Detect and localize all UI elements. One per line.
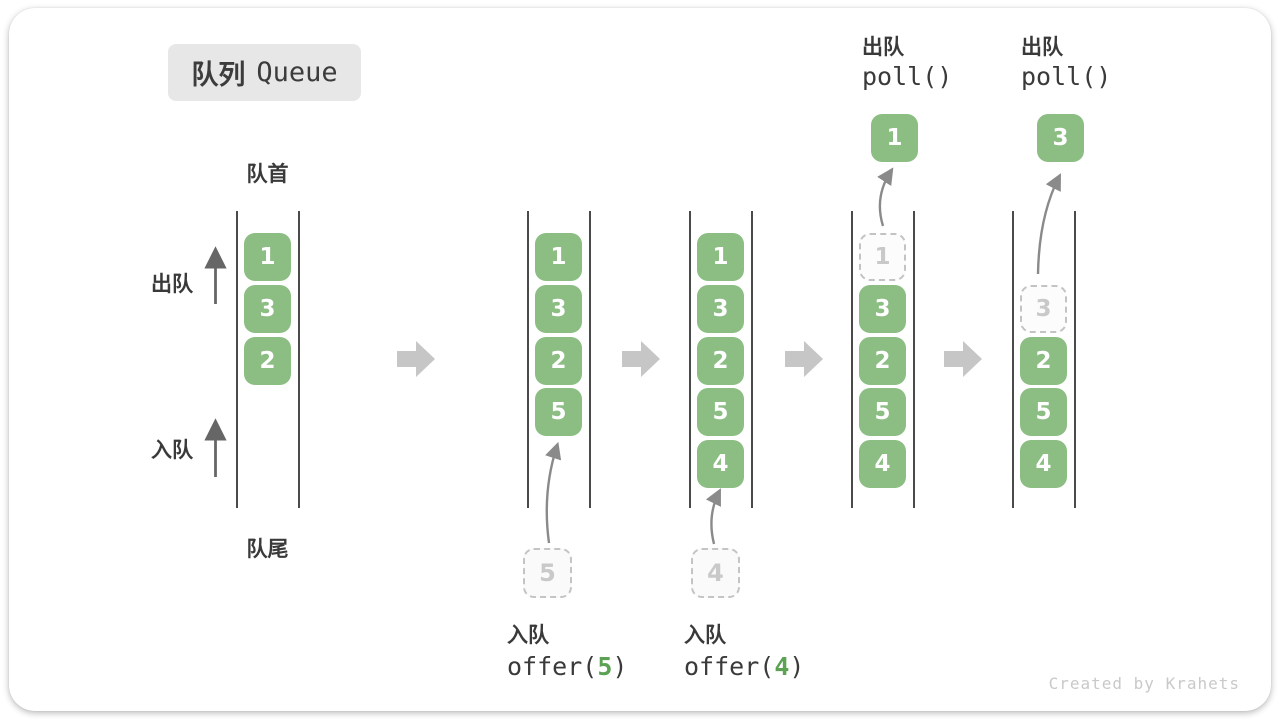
queue-column-wall [850, 211, 853, 508]
offer-op-label-zh: 入队 [507, 623, 549, 647]
op-code-part: poll() [862, 62, 953, 91]
queue-item-box: 2 [244, 336, 291, 385]
poll-op-label-code: poll() [862, 62, 952, 91]
op-code-part: ) [612, 652, 628, 681]
title-zh: 队列 [191, 60, 246, 91]
queue-item-box: 2 [859, 336, 906, 385]
queue-column-wall [588, 211, 591, 508]
enqueue-side-label: 入队 [151, 438, 193, 462]
title-en: Queue [256, 57, 338, 88]
queue-item-box: 4 [697, 440, 744, 488]
queue-rear-label: 队尾 [246, 537, 289, 561]
polled-value-box: 1 [871, 114, 918, 162]
op-code-part: ) [789, 652, 805, 681]
offer-op-label-code: offer(4) [684, 652, 804, 681]
op-code-part: poll() [1021, 62, 1112, 91]
queue-item-box: 5 [535, 388, 582, 437]
queue-item-box: 2 [1020, 336, 1067, 385]
op-code-part: offer( [684, 652, 775, 681]
diagram-card [9, 8, 1271, 711]
watermark: Created by Krahets [1048, 674, 1240, 693]
queue-column-wall [1011, 211, 1014, 508]
poll-op-label-zh: 出队 [1021, 35, 1063, 59]
queue-column-wall [912, 211, 915, 508]
queue-item-box: 1 [244, 233, 291, 281]
incoming-value-box: 5 [523, 548, 572, 598]
queue-slot-dashed-box: 1 [859, 233, 906, 281]
op-code-part: 4 [774, 652, 790, 681]
queue-item-box: 5 [697, 388, 744, 437]
queue-item-box: 2 [535, 336, 582, 385]
queue-item-box: 4 [859, 440, 906, 488]
queue-item-box: 3 [859, 284, 906, 333]
dequeue-side-label: 出队 [151, 272, 193, 296]
queue-item-box: 3 [535, 284, 582, 333]
queue-front-label: 队首 [246, 162, 289, 186]
queue-item-box: 4 [1020, 440, 1067, 488]
poll-op-label-code: poll() [1021, 62, 1111, 91]
op-code-part: 5 [597, 652, 613, 681]
queue-item-box: 5 [1020, 388, 1067, 437]
queue-item-box: 2 [697, 336, 744, 385]
queue-column-wall [235, 211, 238, 508]
queue-column-wall [1073, 211, 1076, 508]
poll-op-label-zh: 出队 [862, 35, 904, 59]
title-box: 队列 Queue [168, 44, 361, 101]
queue-column-wall [297, 211, 300, 508]
offer-op-label-code: offer(5) [507, 652, 627, 681]
op-code-part: offer( [507, 652, 598, 681]
offer-op-label-zh: 入队 [684, 623, 726, 647]
queue-item-box: 3 [697, 284, 744, 333]
queue-column-wall [526, 211, 529, 508]
queue-item-box: 1 [535, 233, 582, 281]
queue-slot-dashed-box: 3 [1020, 284, 1067, 333]
queue-item-box: 3 [244, 284, 291, 333]
polled-value-box: 3 [1037, 114, 1084, 162]
queue-item-box: 5 [859, 388, 906, 437]
queue-column-wall [750, 211, 753, 508]
incoming-value-box: 4 [691, 548, 740, 598]
queue-column-wall [688, 211, 691, 508]
queue-item-box: 1 [697, 233, 744, 281]
